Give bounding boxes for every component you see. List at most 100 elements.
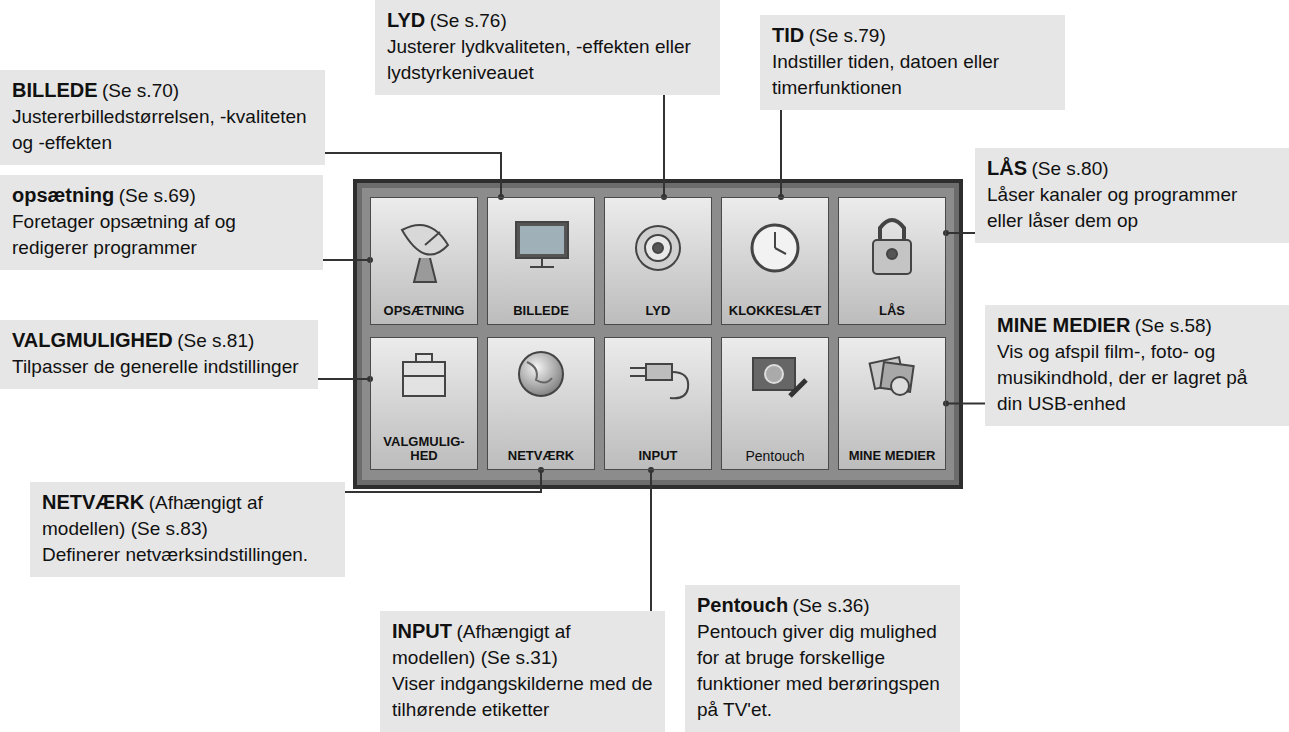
callout-body: Foretager opsætning af og redigerer prog… [12, 209, 311, 261]
callout-heading: BILLEDE [12, 79, 98, 101]
callout-box: TID (Se s.79) Indstiller tiden, datoen el… [760, 15, 1065, 110]
tile-fill [487, 197, 595, 325]
callout-heading: NETVÆRK [42, 491, 144, 513]
callout-body: Justererbilledstørrelsen, -kvaliteten og… [12, 104, 313, 156]
page-reference: (Se s.36) [793, 595, 870, 616]
tile-fill [370, 337, 478, 470]
menu-tile: Pentouch [721, 337, 829, 470]
page-reference: (Se s.81) [177, 330, 254, 351]
tile-fill [721, 337, 829, 470]
callout-heading: TID [772, 24, 804, 46]
callout-heading: VALGMULIGHED [12, 329, 173, 351]
callout-box: MINE MEDIER (Se s.58) Vis og afspil film-… [985, 305, 1289, 426]
globe-icon [519, 352, 563, 396]
tile-fills [370, 197, 946, 470]
page-reference: (Se s.69) [119, 185, 196, 206]
case-icon [403, 354, 445, 396]
tile-fill [604, 337, 712, 470]
leader-stroke [345, 470, 541, 492]
page-reference: (Se s.58) [1135, 315, 1212, 336]
leader-stroke [946, 403, 985, 405]
leader-line [345, 467, 544, 492]
leader-end [648, 467, 654, 473]
menu-tile: KLOKKESLÆT [721, 197, 829, 325]
leader-stroke [946, 232, 975, 234]
leader-end [943, 230, 949, 236]
callout-body: Justerer lydkvaliteten, -effekten eller … [387, 34, 708, 86]
menu-tile: OPSÆTNING [370, 197, 478, 325]
callout-heading: INPUT [392, 620, 452, 642]
callout-heading: LYD [387, 9, 425, 31]
menu-icons [402, 220, 914, 398]
callout-body: Låser kanaler og programmer eller låser … [987, 182, 1277, 234]
speaker-icon [636, 226, 680, 270]
page-reference: (Se s.76) [430, 10, 507, 31]
media-icon [870, 357, 914, 395]
dish-icon [402, 225, 448, 282]
tile-label: NETVÆRK [508, 449, 574, 463]
callout-body: Indstiller tiden, datoen eller timerfunk… [772, 49, 1053, 101]
callout-body: Tilpasser de generelle indstillinger [12, 354, 306, 380]
tile-fill [838, 337, 946, 470]
tile-label: OPSÆTNING [384, 304, 465, 318]
tile-fill [487, 337, 595, 470]
callout-box: VALGMULIGHED (Se s.81) Tilpasser de gener… [0, 320, 318, 389]
menu-tile: LÅS [838, 197, 946, 325]
monitor-icon [516, 222, 568, 267]
pen-icon [753, 358, 806, 396]
tile-label: Pentouch [745, 449, 804, 463]
callout-box: NETVÆRK (Afhængigt af modellen) (Se s.83… [30, 482, 345, 577]
leader-line [943, 230, 975, 236]
menu-tile: BILLEDE [487, 197, 595, 325]
leader-end [538, 467, 544, 473]
leader-stroke [325, 153, 501, 197]
callout-body: Vis og afspil film-, foto- og musikindho… [997, 339, 1277, 417]
callout-box: BILLEDE (Se s.70) Justererbilledstørrelse… [0, 70, 325, 165]
leader-line [778, 110, 784, 200]
callout-heading: Pentouch [697, 594, 788, 616]
callout-box: INPUT (Afhængigt af modellen) (Se s.31)V… [380, 611, 665, 732]
screen-inner [362, 188, 954, 480]
menu-tile: INPUT [604, 337, 712, 470]
leader-line [318, 376, 373, 382]
tile-label: LYD [646, 304, 671, 318]
menu-tile: NETVÆRK [487, 337, 595, 470]
callout-body: Pentouch giver dig mulighed for at bruge… [697, 619, 948, 723]
callout-box: opsætning (Se s.69)Foretager opsætning a… [0, 175, 323, 270]
leader-line [325, 153, 504, 200]
cable-icon [630, 364, 688, 398]
menu-tile: VALGMULIG-HED [370, 337, 478, 470]
leader-line [323, 257, 373, 263]
leader-stroke [318, 378, 370, 380]
callout-heading: LÅS [987, 157, 1027, 179]
callout-box: Pentouch (Se s.36) Pentouch giver dig mul… [685, 585, 960, 732]
leader-stroke [323, 259, 370, 261]
padlock-icon [873, 220, 911, 274]
leader-stroke [650, 470, 652, 611]
screen-frame [355, 181, 961, 487]
menu-tile: MINE MEDIER [838, 337, 946, 470]
tile-fill [721, 197, 829, 325]
callout-box: LÅS (Se s.80) Låser kanaler og programmer… [975, 148, 1289, 243]
callout-body: Definerer netværksindstillingen. [42, 542, 333, 568]
page-reference: (Se s.79) [809, 25, 886, 46]
leader-end [943, 401, 949, 407]
page-reference: (Se s.70) [102, 80, 179, 101]
clock-icon [752, 225, 798, 271]
callout-heading: MINE MEDIER [997, 314, 1130, 336]
tile-fill [370, 197, 478, 325]
tile-fill [838, 197, 946, 325]
callout-box: LYD (Se s.76) Justerer lydkvaliteten, -ef… [375, 0, 720, 95]
page-reference: (Se s.80) [1031, 158, 1108, 179]
tile-fill [604, 197, 712, 325]
leader-line [943, 401, 985, 407]
leader-stroke [780, 110, 782, 197]
tile-label: LÅS [879, 304, 905, 318]
tile-label: KLOKKESLÆT [729, 304, 821, 318]
tile-label: BILLEDE [513, 304, 569, 318]
leader-line [661, 95, 667, 200]
leader-line [648, 467, 654, 611]
callout-body: Viser indgangskilderne med de tilhørende… [392, 671, 653, 723]
leader-stroke [663, 95, 665, 197]
